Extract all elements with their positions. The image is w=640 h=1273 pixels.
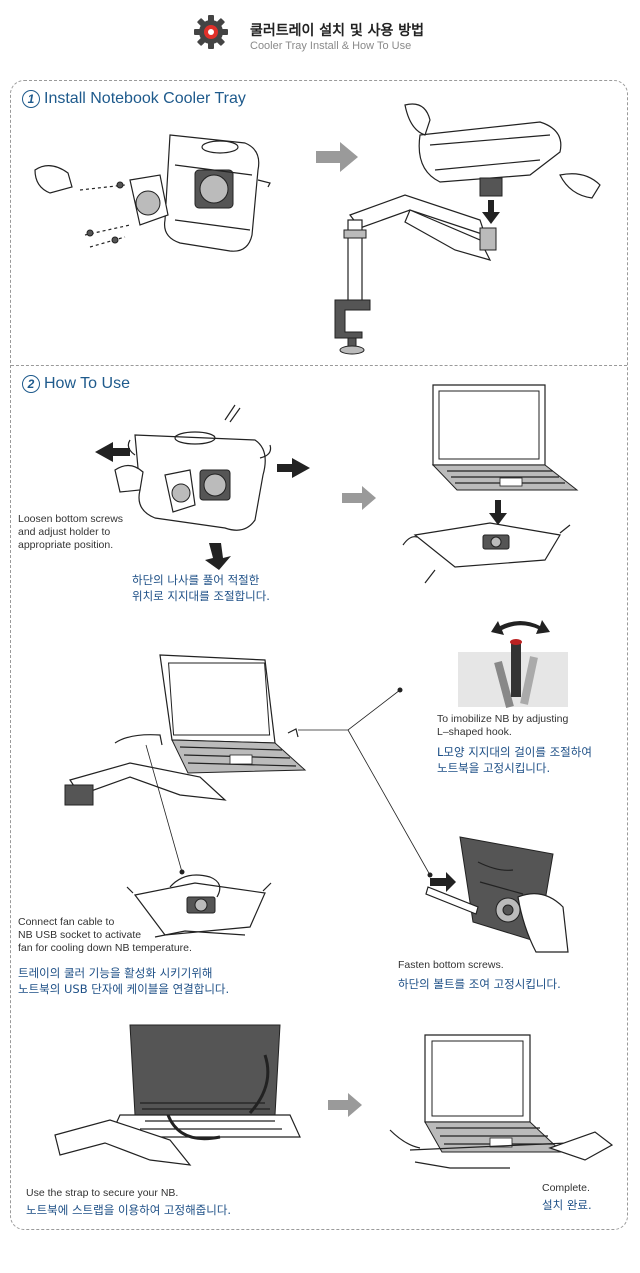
section2-title: How To Use <box>44 375 130 393</box>
step2-ko: L모양 지지대의 걸이를 조절하여 노트북을 고정시킵니다. <box>437 745 592 775</box>
step6-ko: 설치 완료. <box>542 1198 592 1212</box>
section2-number: 2 <box>22 375 40 393</box>
page-subtitle: Cooler Tray Install & How To Use <box>250 40 412 52</box>
arrow-right-icon <box>328 1093 362 1117</box>
tray-assembly-illustration <box>34 134 271 252</box>
step4-en: Fasten bottom screws. <box>398 959 504 971</box>
step4-ko: 하단의 볼트를 조여 고정시킵니다. <box>398 977 561 991</box>
gear-icon <box>194 15 228 49</box>
section1-title: Install Notebook Cooler Tray <box>44 90 246 108</box>
complete-setup-illustration <box>389 1034 614 1169</box>
step1-ko: 하단의 나사를 풀어 적절한 위치로 지지대를 조절합니다. <box>132 573 270 603</box>
step5-en: Use the strap to secure your NB. <box>26 1187 179 1199</box>
step3-en: Connect fan cable to NB USB socket to ac… <box>18 916 192 954</box>
arrow-right-icon <box>316 142 358 172</box>
step6-en: Complete. <box>542 1182 590 1194</box>
l-hook-adjust-illustration <box>458 620 568 709</box>
step1-en: Loosen bottom screws and adjust holder t… <box>18 513 124 551</box>
monitor-arm-tray-illustration <box>334 103 601 355</box>
page-title: 쿨러트레이 설치 및 사용 방법 <box>250 23 425 39</box>
section-divider <box>11 365 627 366</box>
place-laptop-illustration <box>402 384 579 584</box>
usb-cable-illustration <box>126 874 272 938</box>
section1-number: 1 <box>22 90 40 108</box>
step3-ko: 트레이의 쿨러 기능을 활성화 시키기위해 노트북의 USB 단자에 케이블을 … <box>18 966 230 996</box>
strap-illustration <box>54 1024 301 1166</box>
step5-ko: 노트북에 스트랩을 이용하여 고정해줍니다. <box>26 1203 232 1217</box>
loosen-screws-illustration <box>95 404 310 570</box>
arrow-right-icon <box>342 486 376 510</box>
laptop-on-arm-illustration <box>64 654 307 806</box>
content-frame <box>10 80 628 1230</box>
fasten-screws-illustration <box>425 836 569 953</box>
step2-en: To imobilize NB by adjusting L–shaped ho… <box>437 713 569 738</box>
